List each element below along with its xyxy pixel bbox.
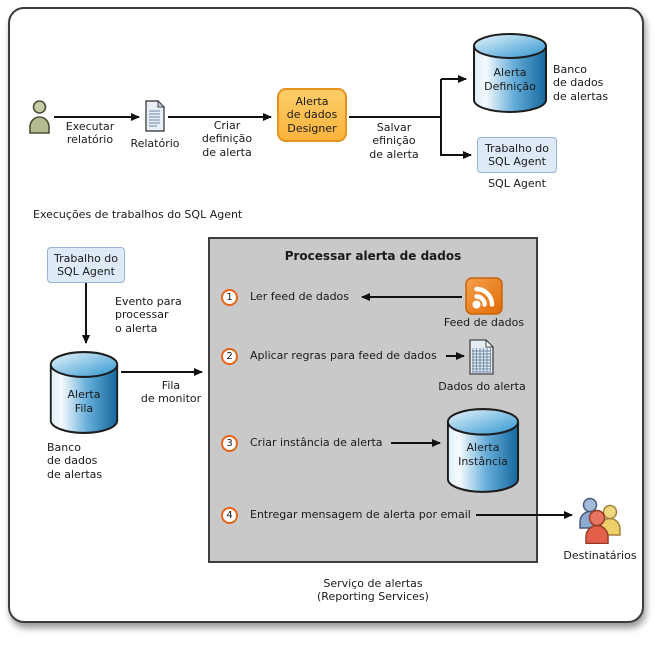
step-3-num-text: 3 <box>226 438 233 449</box>
alert-data-table-icon <box>469 339 494 375</box>
report-caption: Relatório <box>130 137 180 150</box>
definition-db-caption: Banco de dados de alertas <box>553 63 609 103</box>
step-2-number: 2 <box>221 348 238 365</box>
alert-data-caption: Dados do alerta <box>438 380 526 393</box>
sql-agent-job-box-left: Trabalho do SQL Agent <box>47 247 125 283</box>
step-4-text: Entregar mensagem de alerta por email <box>250 508 471 521</box>
step-1-num-text: 1 <box>226 292 233 303</box>
database-cylinder-icon <box>49 351 119 434</box>
process-panel-title: Processar alerta de dados <box>284 249 462 263</box>
step-2-text: Aplicar regras para feed de dados <box>250 349 437 362</box>
definition-database-cylinder: Alerta Definição <box>471 32 549 114</box>
sql-agent-job-label-left: Trabalho do SQL Agent <box>53 251 119 278</box>
report-icon <box>145 100 165 132</box>
queue-monitor-label: Fila de monitor <box>140 379 202 406</box>
service-caption: Serviço de alertas (Reporting Services) <box>317 577 429 604</box>
definition-db-label: Alerta Definição <box>484 66 536 93</box>
step-4-num-text: 4 <box>226 510 233 521</box>
sql-agent-job-box-top: Trabalho do SQL Agent <box>477 137 557 173</box>
recipients-icon <box>579 497 621 544</box>
instance-db-label: Alerta Instância <box>458 440 508 468</box>
sql-agent-job-label-top: Trabalho do SQL Agent <box>484 141 550 168</box>
step-1-number: 1 <box>221 289 238 306</box>
recipients-caption: Destinatários <box>563 549 637 562</box>
step-3-number: 3 <box>221 435 238 452</box>
create-definition-label: Criar definição de alerta <box>201 119 253 159</box>
run-report-label: Executar relatório <box>65 120 115 147</box>
step-3-text: Criar instância de alerta <box>250 436 383 449</box>
sql-agent-caption: SQL Agent <box>488 177 546 190</box>
user-icon <box>29 100 50 134</box>
jobs-section-heading: Execuções de trabalhos do SQL Agent <box>33 208 243 221</box>
feed-caption: Feed de dados <box>443 316 525 329</box>
alert-designer-box: Alerta de dados Designer <box>277 88 347 142</box>
event-label: Evento para processar o alerta <box>115 295 182 335</box>
save-definition-label: Salvar efinição de alerta <box>369 121 419 161</box>
step-2-num-text: 2 <box>226 351 233 362</box>
queue-database-cylinder: Alerta Fila <box>48 350 120 435</box>
instance-database-cylinder: Alerta Instância <box>445 407 521 494</box>
database-cylinder-icon <box>473 33 547 113</box>
rss-feed-icon <box>465 277 503 315</box>
alert-designer-label: Alerta de dados Designer <box>286 94 338 135</box>
queue-db-caption: Banco de dados de alertas <box>47 441 103 481</box>
database-cylinder-icon <box>446 408 520 493</box>
queue-db-label: Alerta Fila <box>67 387 101 415</box>
step-4-number: 4 <box>221 507 238 524</box>
step-1-text: Ler feed de dados <box>250 290 350 303</box>
